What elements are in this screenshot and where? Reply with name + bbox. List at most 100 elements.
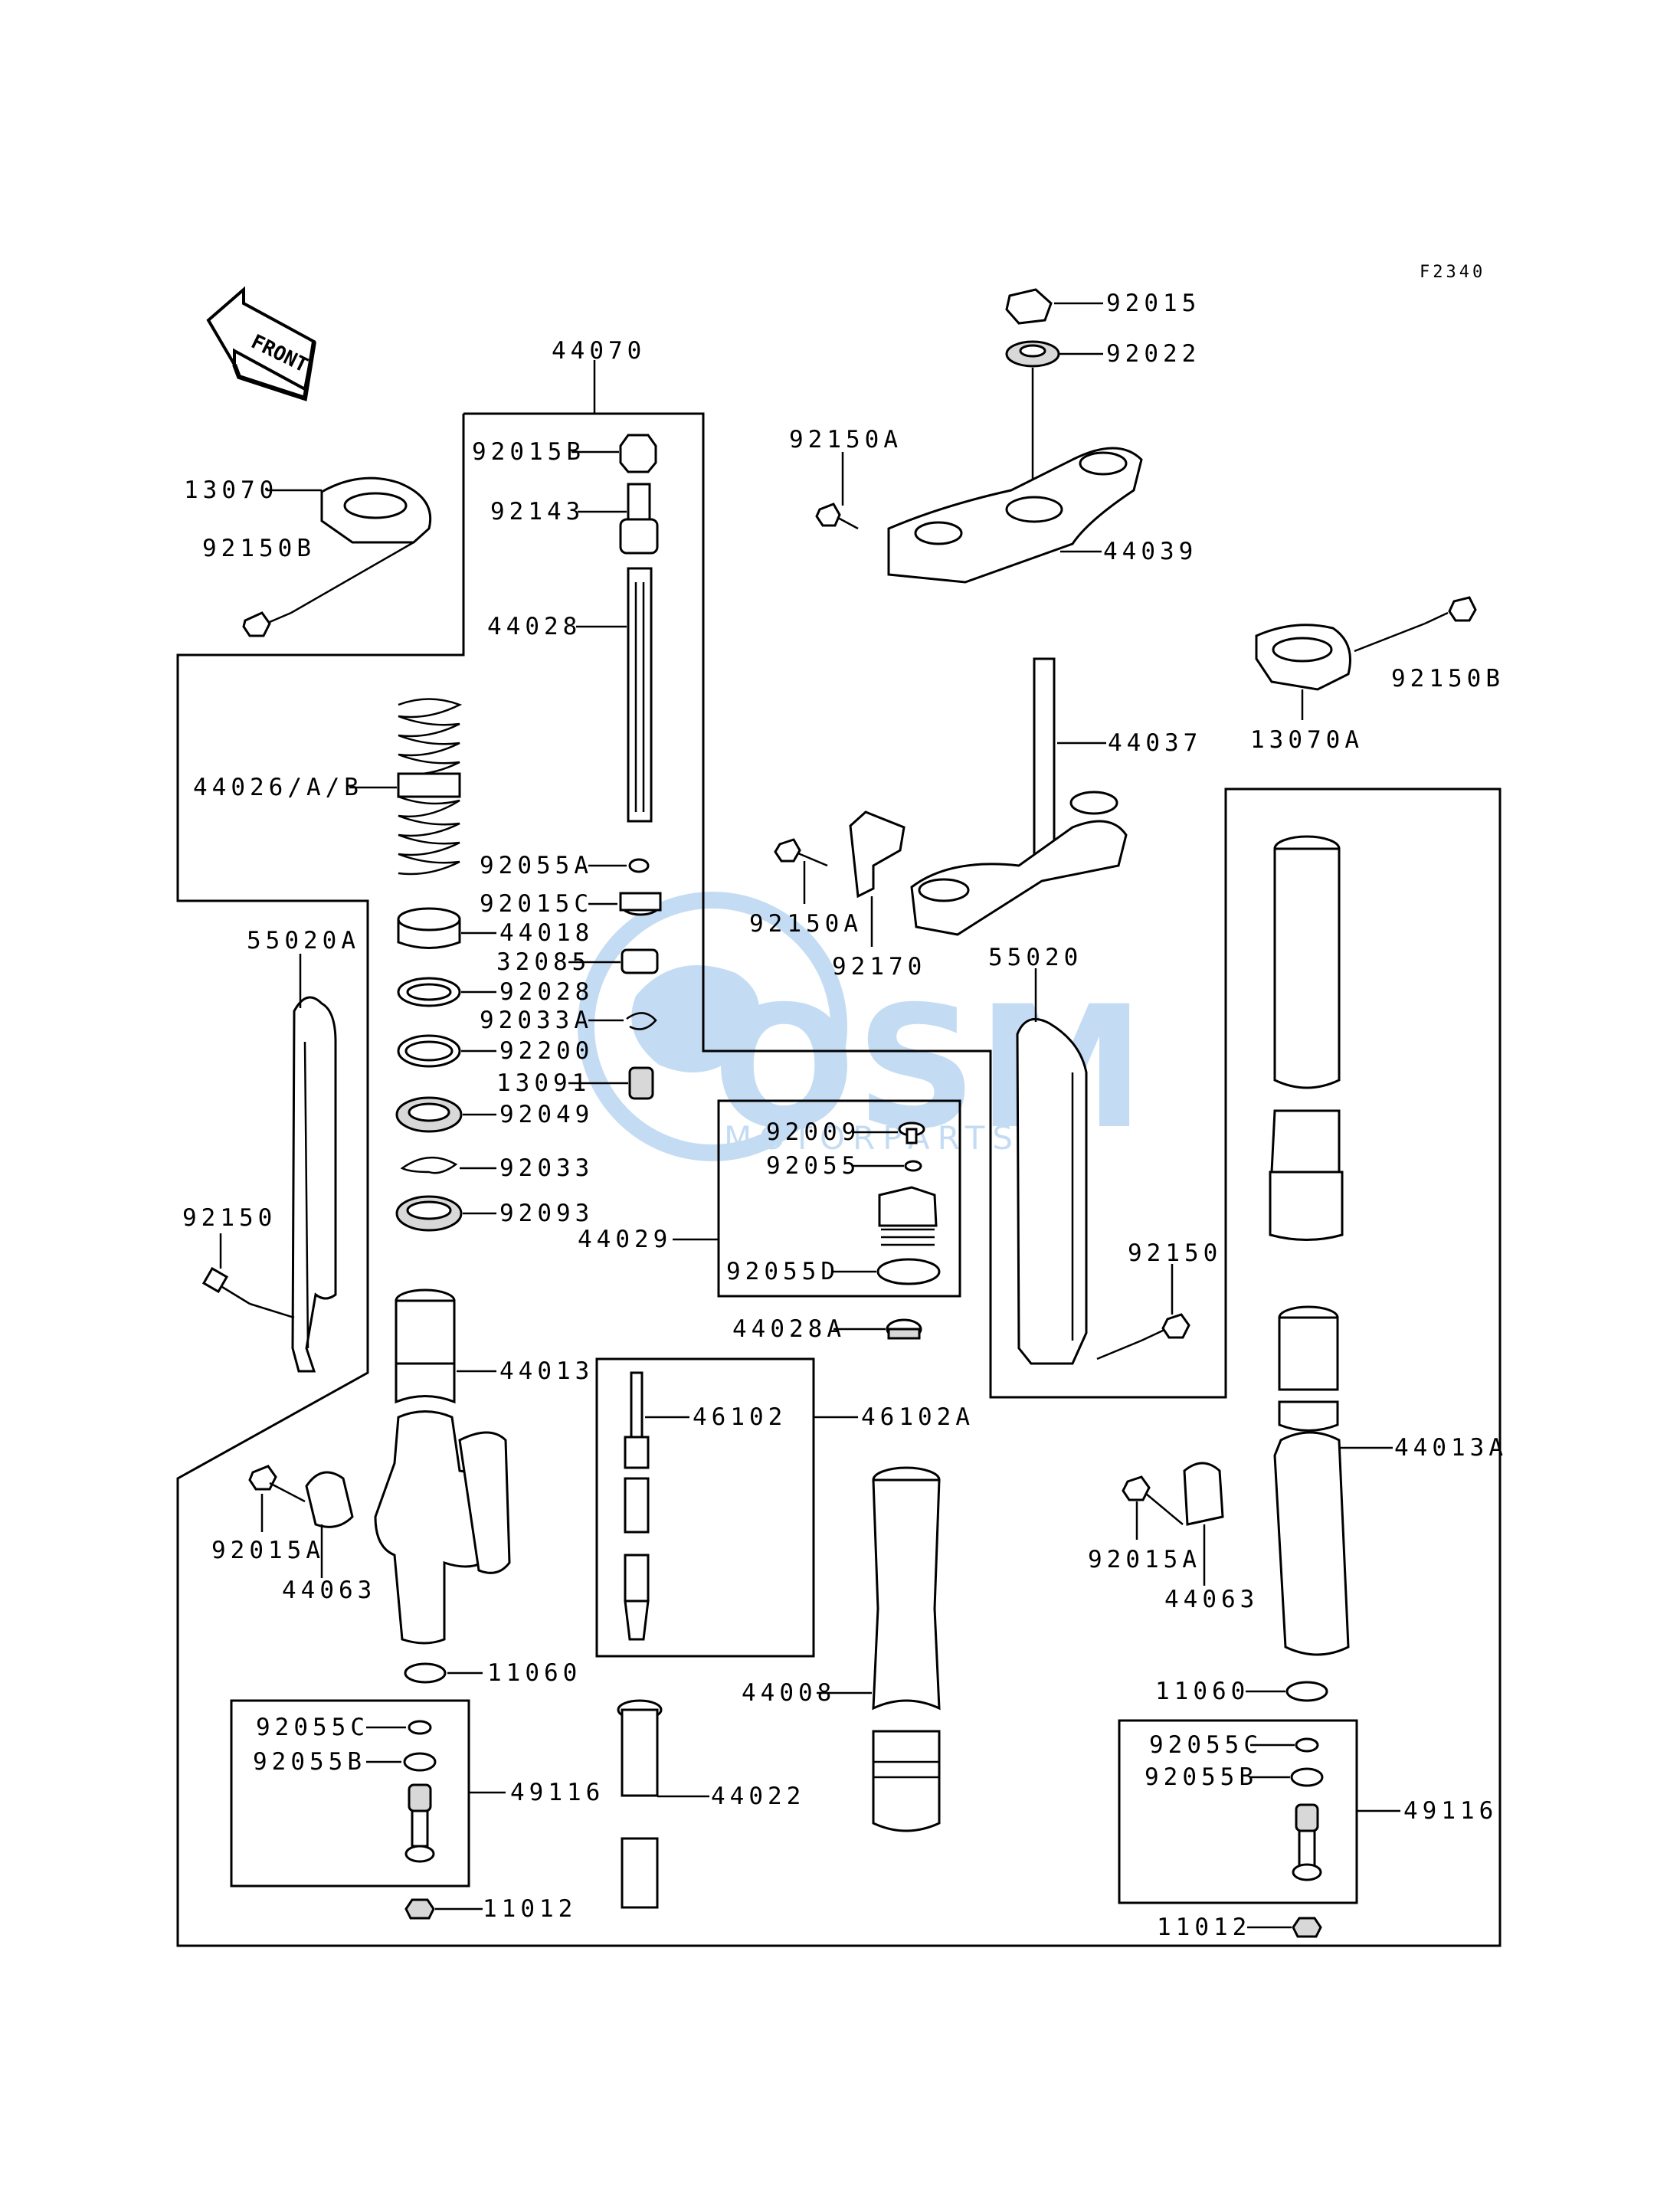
part-92009-screw — [898, 1121, 925, 1144]
label-92055B-right: 92055B — [1145, 1763, 1258, 1791]
part-44063-clamp-left — [305, 1471, 354, 1528]
label-92055A: 92055A — [480, 852, 593, 879]
label-44063-left: 44063 — [282, 1577, 376, 1604]
label-32085: 32085 — [496, 948, 591, 976]
label-46102A: 46102A — [861, 1403, 974, 1431]
label-44063-right: 44063 — [1164, 1586, 1259, 1613]
part-44028A-seat — [886, 1318, 922, 1340]
part-32085-bushing — [621, 948, 659, 974]
label-92150-left: 92150 — [182, 1204, 277, 1232]
label-92022: 92022 — [1106, 340, 1200, 368]
box-44029 — [717, 1099, 961, 1298]
part-92015C-collar — [619, 892, 662, 916]
label-49116-left: 49116 — [510, 1779, 604, 1806]
label-92055: 92055 — [766, 1152, 860, 1180]
part-92028-washer — [397, 977, 461, 1007]
label-44029: 44029 — [578, 1226, 672, 1253]
watermark-sub: MOTORPARTS — [724, 1119, 1020, 1157]
box-49116-right — [1118, 1719, 1358, 1904]
label-92170: 92170 — [832, 953, 926, 981]
part-44028-damper-rod — [627, 567, 653, 823]
part-92015A-nut-left — [248, 1465, 277, 1491]
label-92033A: 92033A — [480, 1007, 593, 1034]
label-13070A: 13070A — [1250, 726, 1364, 754]
part-44018-spacer — [397, 907, 461, 949]
front-direction-arrow: FRONT — [206, 286, 316, 401]
box-46102A — [595, 1357, 815, 1658]
part-92093-seal — [395, 1195, 463, 1232]
part-55020A-fork-guard — [291, 996, 337, 1373]
part-92015A-nut-right — [1122, 1475, 1151, 1501]
label-44028: 44028 — [487, 613, 581, 640]
label-92150A-mid: 92150A — [749, 910, 863, 938]
part-92055A-oring — [628, 858, 650, 873]
label-92150B-right: 92150B — [1391, 665, 1505, 692]
label-44039: 44039 — [1103, 538, 1197, 565]
part-92143-bolt — [619, 483, 659, 555]
part-44008-inner-tube — [872, 1466, 941, 1832]
part-92015B-nut — [619, 434, 657, 473]
label-44070: 44070 — [552, 337, 646, 365]
label-44022: 44022 — [711, 1783, 805, 1810]
label-92015C: 92015C — [480, 890, 593, 918]
label-92033: 92033 — [499, 1154, 594, 1182]
figure-code: F2340 — [1420, 263, 1485, 282]
part-46102-rod — [624, 1371, 650, 1641]
part-44022-tube — [617, 1699, 663, 1909]
part-92022-washer — [1005, 340, 1060, 368]
label-92150-right: 92150 — [1128, 1239, 1222, 1267]
label-44013A: 44013A — [1394, 1434, 1508, 1462]
label-92055B-left: 92055B — [253, 1748, 366, 1776]
part-11012-nut-right — [1292, 1917, 1322, 1938]
label-92055C-right: 92055C — [1149, 1731, 1262, 1759]
label-92015A-right: 92015A — [1088, 1546, 1201, 1573]
label-44013: 44013 — [499, 1357, 594, 1385]
part-92055D-oring — [876, 1258, 941, 1285]
part-92015-nut — [1005, 288, 1053, 325]
part-inner-tube-right — [1269, 835, 1344, 1241]
label-55020: 55020 — [988, 944, 1082, 971]
part-92170-bracket — [849, 810, 905, 899]
part-49116-valve-right — [1292, 1803, 1322, 1881]
label-13070: 13070 — [184, 476, 278, 504]
part-92055C-oring-left — [408, 1720, 432, 1735]
part-92055C-oring-right — [1295, 1737, 1319, 1753]
label-11012-right: 11012 — [1157, 1914, 1251, 1941]
part-92150A-bolt-top — [815, 503, 859, 530]
label-92150B-left: 92150B — [202, 535, 316, 562]
label-44037: 44037 — [1108, 729, 1202, 757]
part-92055B-oring-right — [1290, 1767, 1324, 1787]
left-fork-outline — [176, 412, 1502, 1947]
part-13070-clamp — [320, 476, 432, 544]
part-92150B-bolt-right — [1424, 596, 1477, 625]
label-92028: 92028 — [499, 978, 594, 1006]
part-92055-oring — [904, 1160, 922, 1172]
label-92015A-left: 92015A — [211, 1537, 325, 1564]
part-92055B-oring-left — [403, 1752, 437, 1772]
part-92150-bolt-right — [1141, 1313, 1190, 1342]
label-92143: 92143 — [490, 498, 585, 526]
part-44013A-outer-tube — [1273, 1305, 1350, 1656]
part-11060-washer-right — [1285, 1681, 1328, 1702]
label-92015: 92015 — [1106, 290, 1200, 317]
part-13070A-clamp — [1255, 624, 1351, 691]
label-11060-right: 11060 — [1155, 1678, 1249, 1705]
part-92049-oilseal — [395, 1096, 463, 1133]
part-92200-washer — [397, 1034, 461, 1068]
part-11060-washer-left — [404, 1662, 447, 1684]
label-11012-left: 11012 — [483, 1895, 577, 1923]
label-11060-left: 11060 — [487, 1659, 581, 1687]
label-44028A: 44028A — [732, 1315, 846, 1343]
label-92055D: 92055D — [726, 1258, 840, 1285]
part-55020-fork-guard — [1016, 1017, 1088, 1365]
label-49116-right: 49116 — [1403, 1797, 1498, 1825]
part-44037-lower-triple-clamp — [910, 657, 1128, 936]
label-92093: 92093 — [499, 1200, 594, 1227]
part-92150-bolt-left — [201, 1266, 251, 1305]
part-44039-upper-triple-clamp — [887, 447, 1143, 584]
label-92150A-top: 92150A — [789, 426, 902, 453]
part-13091-plug — [628, 1066, 654, 1100]
label-44026: 44026/A/B — [193, 774, 363, 801]
part-44029-cap-bolt — [878, 1186, 938, 1246]
